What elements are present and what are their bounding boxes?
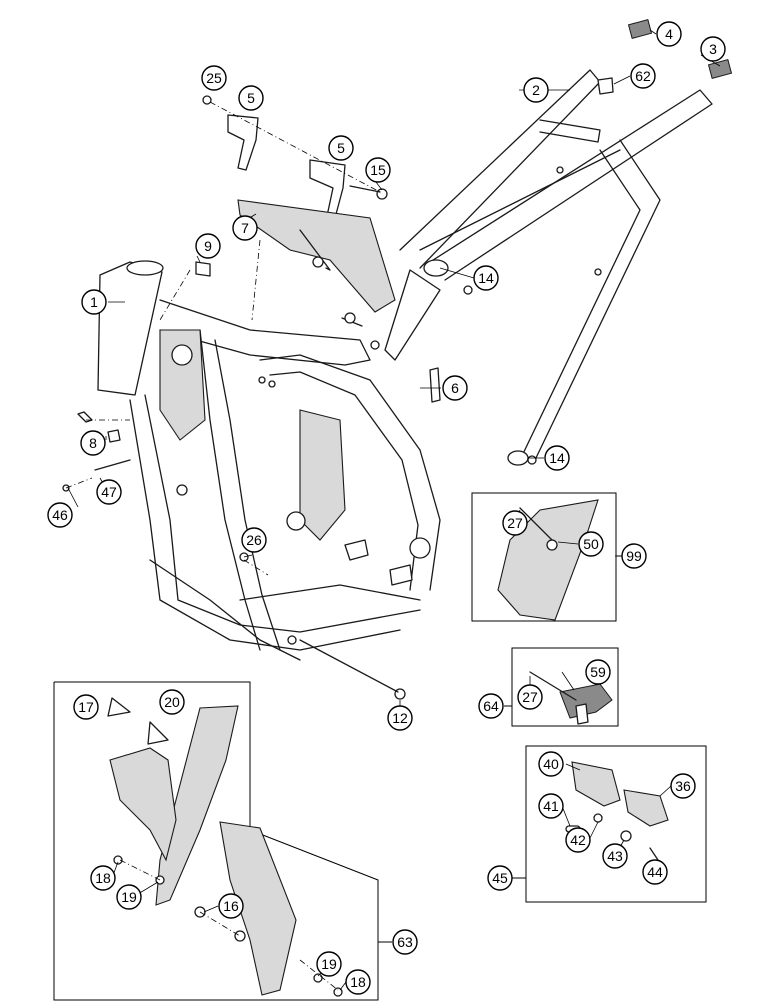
callout-42: 42: [565, 827, 591, 853]
bolt-parts: [62, 185, 537, 700]
callout-label: 12: [392, 710, 408, 726]
callout-7: 7: [232, 215, 258, 241]
callout-label: 64: [483, 698, 499, 714]
callout-label: 42: [570, 832, 586, 848]
callout-16: 16: [218, 893, 244, 919]
callout-label: 2: [532, 82, 540, 98]
callout-label: 63: [397, 934, 413, 950]
callout-99: 99: [621, 543, 647, 569]
bracket-5: [202, 95, 346, 219]
callout-label: 44: [647, 864, 663, 880]
callout-59: 59: [585, 659, 611, 685]
callout-1: 1: [81, 289, 107, 315]
callout-62: 62: [630, 63, 656, 89]
group-box-63: [53, 681, 392, 1001]
callout-18: 18: [345, 969, 371, 995]
callout-19: 19: [316, 951, 342, 977]
callout-6: 6: [442, 375, 468, 401]
callout-3: 3: [700, 36, 726, 62]
callout-36: 36: [670, 773, 696, 799]
callout-label: 27: [522, 689, 538, 705]
callout-label: 43: [607, 848, 623, 864]
callout-label: 15: [370, 162, 386, 178]
callout-47: 47: [96, 479, 122, 505]
group-box-99: [471, 492, 622, 622]
callout-20: 20: [159, 689, 185, 715]
callout-25: 25: [201, 65, 227, 91]
callout-26: 26: [241, 527, 267, 553]
callout-label: 5: [337, 140, 345, 156]
callout-label: 4: [665, 26, 673, 42]
chain-guide-59: [529, 671, 613, 725]
assembly-lines: [65, 101, 381, 991]
callout-43: 43: [602, 843, 628, 869]
footpeg-parts: [565, 761, 669, 861]
callout-44: 44: [642, 859, 668, 885]
callout-label: 27: [507, 515, 523, 531]
callout-label: 17: [78, 699, 94, 715]
callout-46: 46: [47, 502, 73, 528]
callout-50: 50: [578, 531, 604, 557]
callout-label: 46: [52, 507, 68, 523]
frame-protector-parts: [107, 697, 343, 997]
callout-label: 6: [451, 380, 459, 396]
sub-frame: [384, 19, 733, 466]
callout-label: 8: [89, 435, 97, 451]
callout-label: 16: [223, 898, 239, 914]
callout-label: 99: [626, 548, 642, 564]
group-box-45: [512, 745, 707, 903]
callout-40: 40: [538, 751, 564, 777]
callout-4: 4: [656, 21, 682, 47]
callout-label: 25: [206, 70, 222, 86]
callout-9: 9: [195, 233, 221, 259]
clip-9: [195, 261, 211, 277]
callout-17: 17: [73, 694, 99, 720]
callout-27: 27: [517, 684, 543, 710]
callout-64: 64: [478, 693, 504, 719]
callout-2: 2: [523, 77, 549, 103]
plate-7: [237, 199, 396, 313]
callout-label: 62: [635, 68, 651, 84]
callout-label: 45: [492, 870, 508, 886]
callout-19: 19: [116, 884, 142, 910]
callout-label: 19: [121, 889, 137, 905]
callout-label: 3: [709, 41, 717, 57]
callout-label: 36: [675, 778, 691, 794]
callout-label: 50: [583, 536, 599, 552]
callout-45: 45: [487, 865, 513, 891]
callout-label: 5: [247, 90, 255, 106]
callout-label: 47: [101, 484, 117, 500]
callout-label: 18: [95, 870, 111, 886]
callout-label: 18: [350, 974, 366, 990]
callout-5: 5: [238, 85, 264, 111]
callout-14: 14: [544, 445, 570, 471]
group-box-64: [504, 647, 619, 727]
callout-label: 1: [90, 294, 98, 310]
callout-label: 7: [241, 220, 249, 236]
callout-63: 63: [392, 929, 418, 955]
callout-label: 19: [321, 956, 337, 972]
callout-15: 15: [365, 157, 391, 183]
callout-label: 59: [590, 664, 606, 680]
callout-label: 40: [543, 756, 559, 772]
main-frame: [97, 260, 441, 661]
callout-5: 5: [328, 135, 354, 161]
callout-12: 12: [387, 705, 413, 731]
callout-8: 8: [80, 430, 106, 456]
callout-label: 14: [549, 450, 565, 466]
callout-label: 14: [478, 270, 494, 286]
callout-label: 9: [204, 238, 212, 254]
callout-18: 18: [90, 865, 116, 891]
callout-label: 20: [164, 694, 180, 710]
callout-label: 26: [246, 532, 262, 548]
callout-27: 27: [502, 510, 528, 536]
callout-14: 14: [473, 265, 499, 291]
callout-41: 41: [538, 793, 564, 819]
callout-label: 41: [543, 798, 559, 814]
